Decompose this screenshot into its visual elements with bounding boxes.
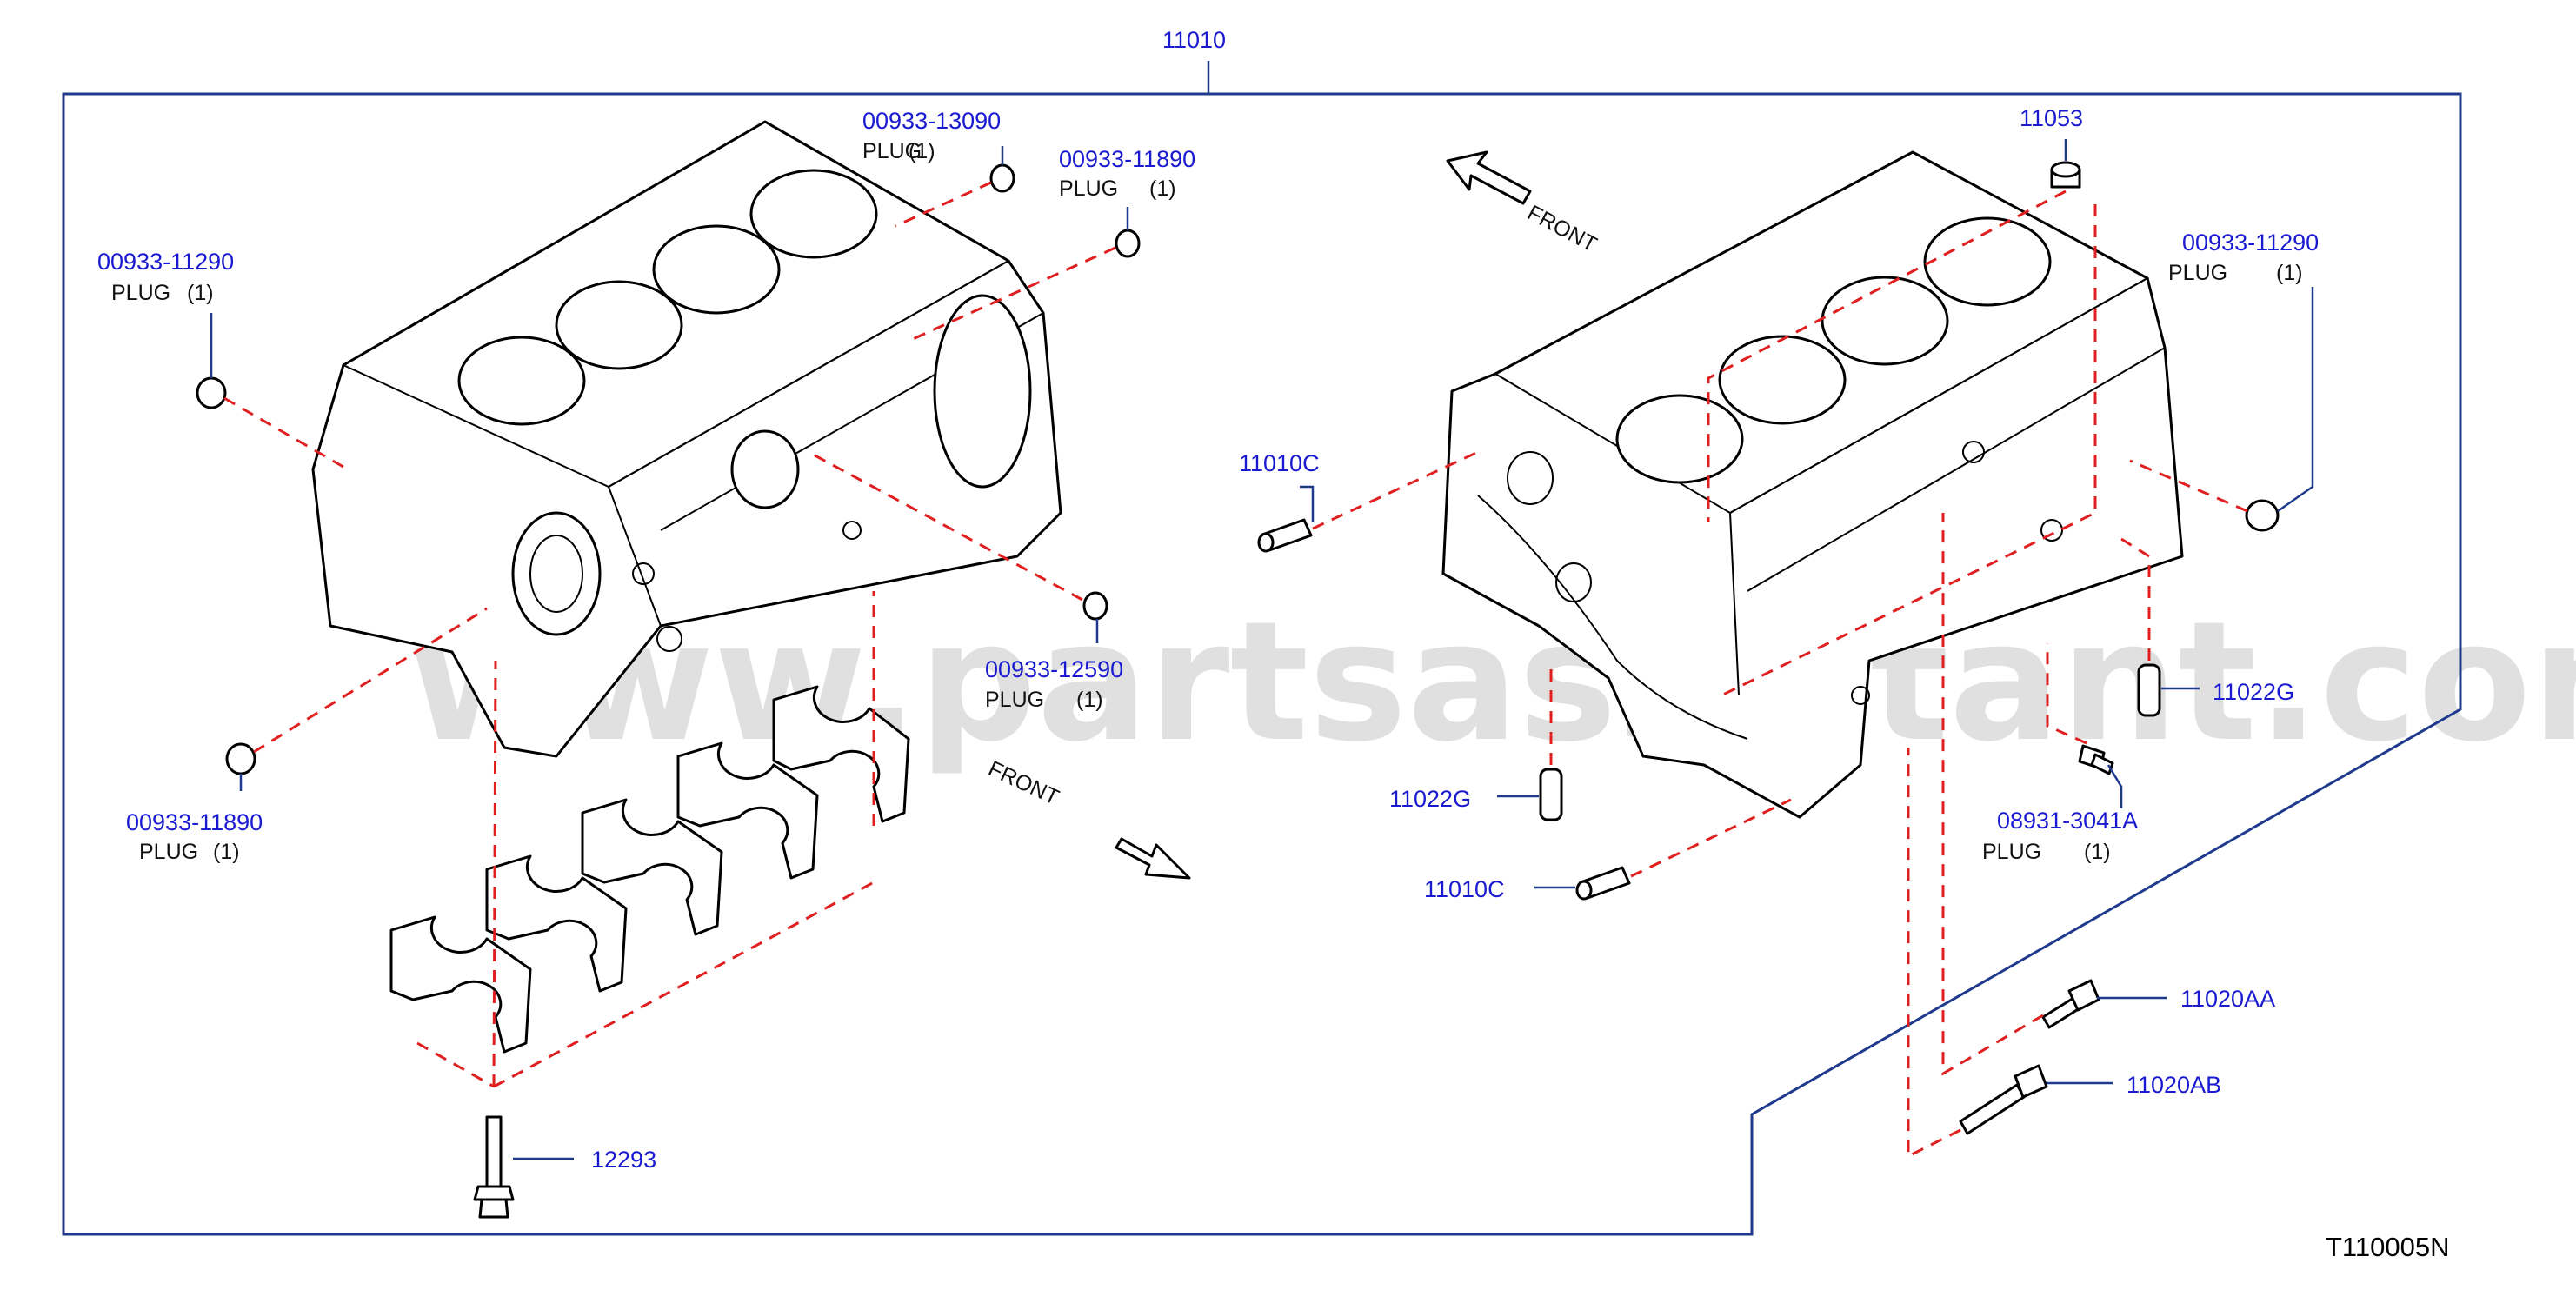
- callout-qty: (1): [187, 281, 214, 305]
- watermark: www.partsassistant.com: [409, 586, 2576, 778]
- left-cylinder-block: [311, 120, 1062, 758]
- assembly-part-number[interactable]: 11010: [1162, 27, 1226, 53]
- callout-part-number[interactable]: 12293: [591, 1147, 656, 1173]
- plug-08931-3041a: [2078, 744, 2114, 775]
- bolt-11020aa: [2041, 979, 2100, 1029]
- callout-part-name: PLUG: [985, 688, 1044, 712]
- plug-00933-11890-top: [1115, 229, 1141, 258]
- callout-part-number[interactable]: 00933-12590: [985, 656, 1123, 682]
- callout-11020ab: 11020AB: [2127, 1072, 2221, 1098]
- callout-plug-00933-11290-left: 00933-11290 PLUG (1): [97, 249, 234, 305]
- callout-part-name: PLUG: [2168, 261, 2227, 285]
- bolt-11020ab: [1959, 1064, 2048, 1135]
- callout-qty: (1): [909, 139, 935, 163]
- right-cylinder-bore-4: [1923, 216, 2052, 307]
- callout-qty: (1): [1149, 176, 1176, 201]
- callout-11020aa: 11020AA: [2180, 986, 2275, 1012]
- callout-12293: 12293: [591, 1147, 656, 1173]
- right-cylinder-bore-1: [1615, 394, 1744, 484]
- left-callout-leaders: [210, 146, 1129, 1160]
- right-cylinder-block: [1441, 150, 2184, 819]
- left-cylinder-bore-3: [652, 224, 781, 315]
- callout-qty: (1): [2276, 261, 2303, 285]
- callout-plug-00933-12590: 00933-12590 PLUG (1): [985, 656, 1123, 712]
- callout-part-name: PLUG: [1059, 176, 1118, 201]
- callout-11022g-right: 11022G: [2213, 679, 2294, 705]
- callout-plug-00933-11890-top: 00933-11890 PLUG (1): [1059, 146, 1195, 201]
- callout-part-name: PLUG: [111, 281, 170, 305]
- right-cylinder-bore-3: [1821, 276, 1949, 366]
- callout-part-number[interactable]: 11020AA: [2180, 986, 2275, 1012]
- callout-part-name: PLUG: [1982, 840, 2041, 864]
- right-dashed-leaders: [1312, 190, 2248, 1159]
- callout-plug-00933-11290-right: 00933-11290 PLUG (1): [2168, 229, 2319, 285]
- callout-qty: (1): [2084, 840, 2111, 864]
- plug-00933-12590: [1082, 591, 1108, 621]
- callout-part-number[interactable]: 11010C: [1424, 876, 1505, 902]
- callout-plug-08931-3041a: 08931-3041A PLUG (1): [1982, 808, 2138, 864]
- callout-part-number[interactable]: 00933-11890: [126, 809, 263, 835]
- front-label-top: FRONT: [1523, 201, 1601, 257]
- callout-part-name: PLUG: [862, 139, 922, 163]
- dowel-11022g-left: [1539, 768, 1563, 821]
- assembly-frame: [62, 92, 2462, 1236]
- callout-plug-00933-11890-bottom: 00933-11890 PLUG (1): [126, 809, 263, 864]
- callout-part-number[interactable]: 00933-11290: [97, 249, 234, 275]
- callout-qty: (1): [213, 840, 240, 864]
- plug-00933-11290-left: [196, 376, 227, 409]
- callout-11053: 11053: [2020, 105, 2083, 131]
- callout-part-number[interactable]: 11010C: [1239, 450, 1320, 476]
- callout-part-number[interactable]: 11020AB: [2127, 1072, 2221, 1098]
- callout-11010c-bottom: 11010C: [1424, 876, 1505, 902]
- left-cylinder-bore-1: [457, 336, 586, 426]
- callout-11010c-top: 11010C: [1239, 450, 1320, 476]
- dowel-11010c-top: [1257, 518, 1313, 553]
- right-callout-leaders: [1300, 139, 2314, 1085]
- callout-part-number[interactable]: 11022G: [2213, 679, 2294, 705]
- callout-part-number[interactable]: 00933-11290: [2182, 229, 2319, 256]
- front-arrow-top: FRONT: [1446, 150, 1601, 257]
- callout-part-number[interactable]: 00933-11890: [1059, 146, 1195, 172]
- plug-00933-11890-bottom: [225, 742, 256, 775]
- callout-part-name: PLUG: [139, 840, 198, 864]
- callout-part-number[interactable]: 11053: [2020, 105, 2083, 131]
- dowel-11010c-bottom: [1575, 866, 1631, 901]
- callout-11022g-left: 11022G: [1389, 786, 1471, 812]
- bolt-12293: [473, 1115, 515, 1219]
- callout-part-number[interactable]: 00933-13090: [862, 108, 1001, 134]
- callout-qty: (1): [1076, 688, 1103, 712]
- plug-00933-11290-right: [2245, 499, 2280, 532]
- callout-plug-00933-13090: 00933-13090 PLUG (1): [862, 108, 1001, 163]
- plug-00933-13090: [989, 163, 1015, 193]
- right-cylinder-bore-2: [1718, 335, 1847, 425]
- callout-part-number[interactable]: 11022G: [1389, 786, 1471, 812]
- diagram-code: T110005N: [2326, 1232, 2449, 1262]
- left-dashed-leaders: [223, 181, 1116, 1088]
- left-cylinder-bore-2: [555, 280, 683, 370]
- callout-part-number[interactable]: 08931-3041A: [1997, 808, 2138, 834]
- left-cylinder-bore-4: [749, 169, 878, 259]
- dowel-11022g-right: [2137, 663, 2161, 717]
